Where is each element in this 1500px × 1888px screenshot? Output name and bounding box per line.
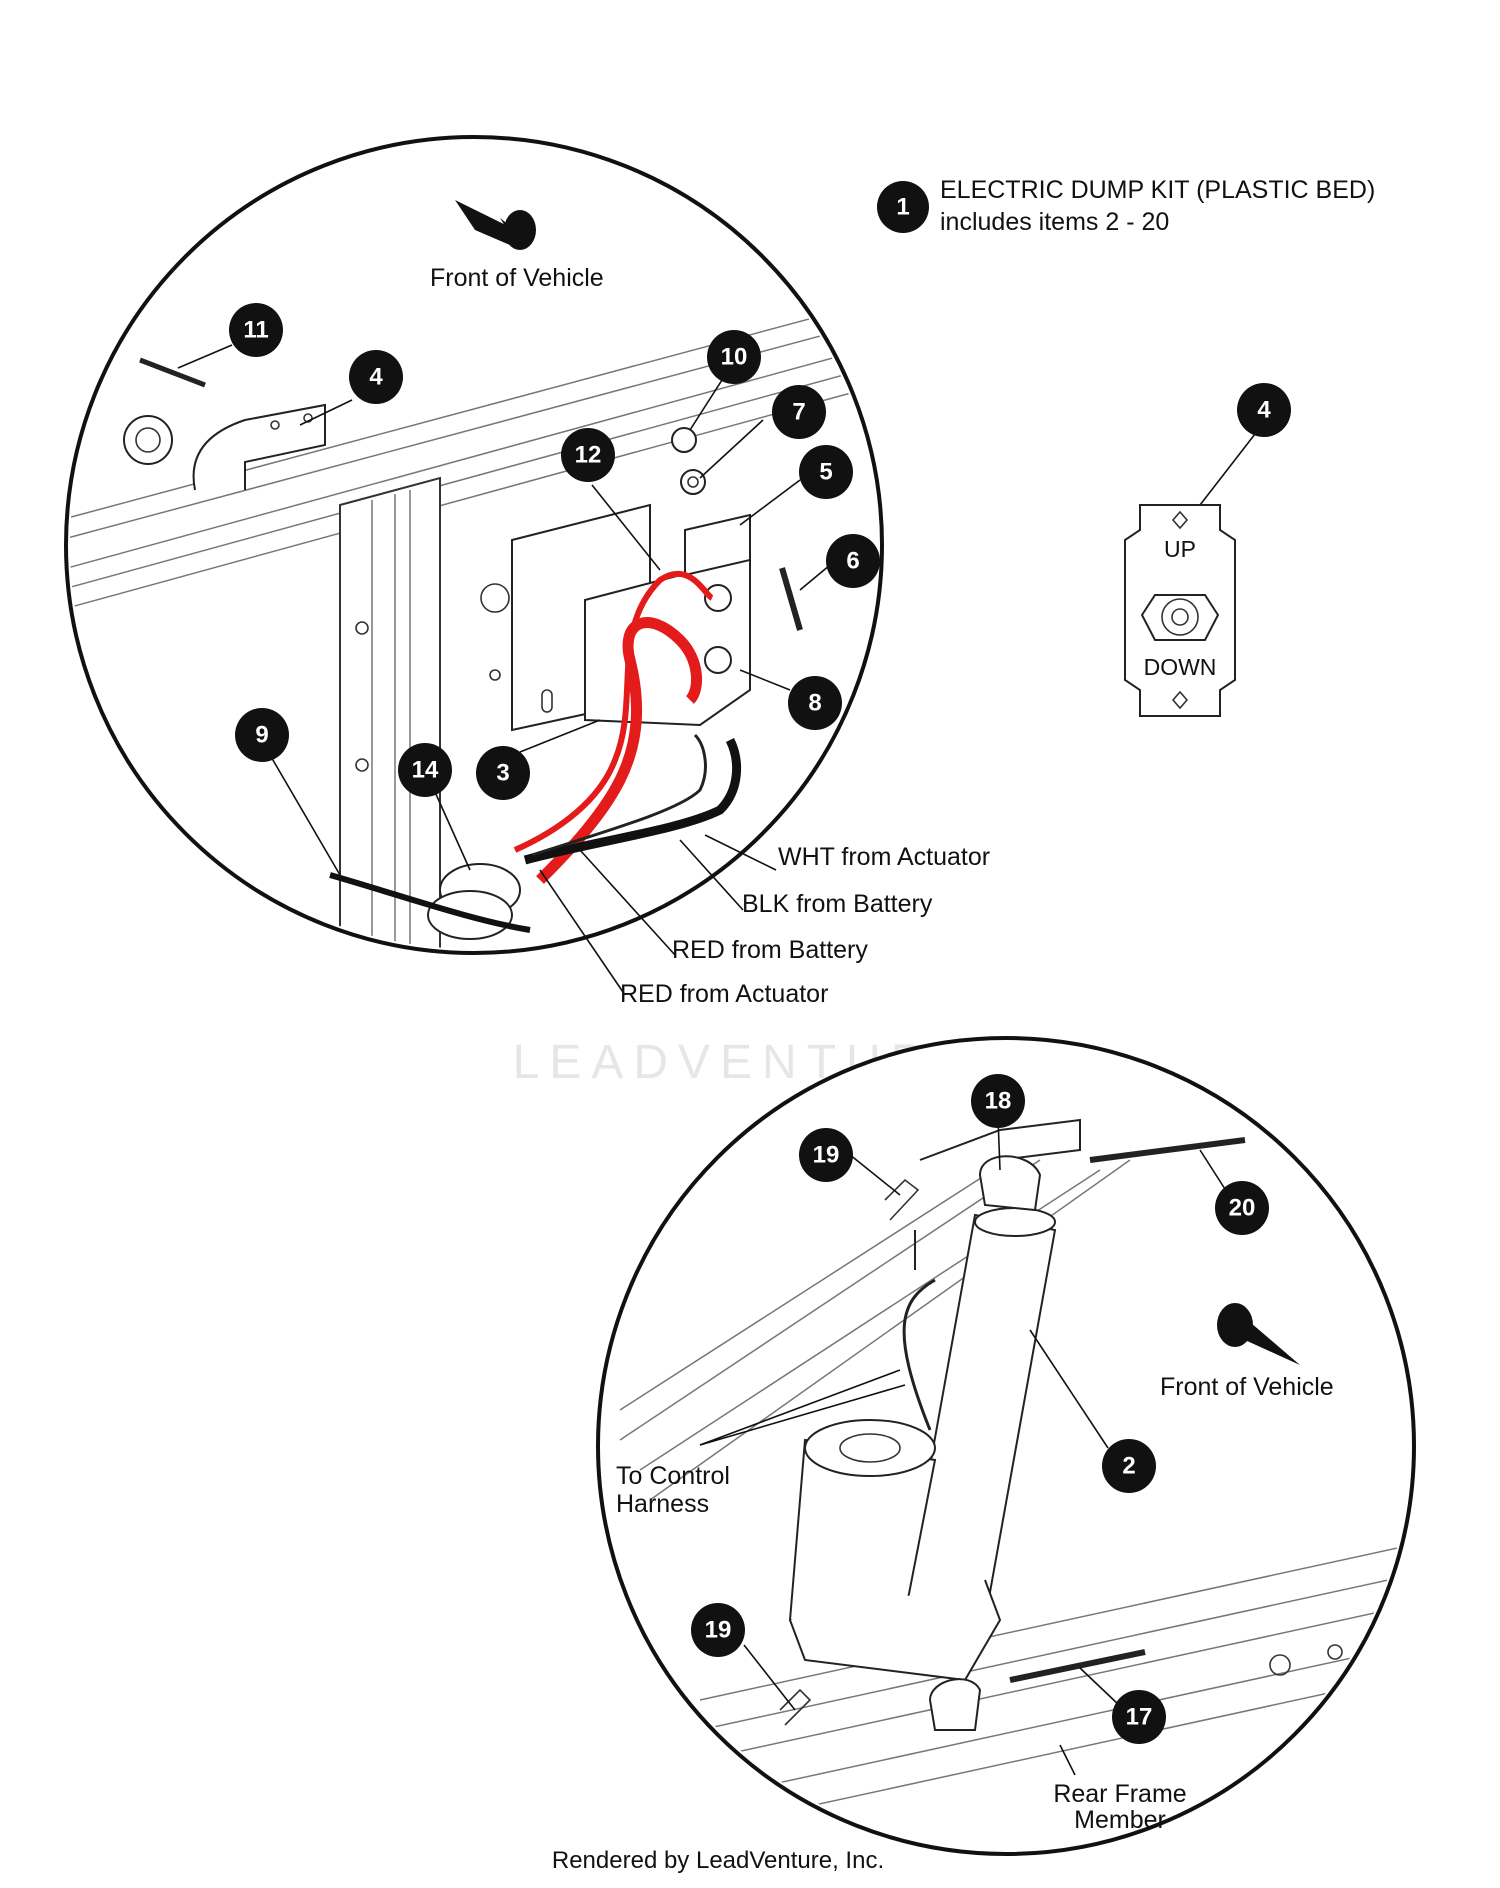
wire-label-wht-actuator: WHT from Actuator xyxy=(778,843,990,871)
callout-8: 8 xyxy=(788,676,842,730)
svg-text:18: 18 xyxy=(985,1088,1012,1115)
svg-text:5: 5 xyxy=(819,459,832,486)
svg-text:8: 8 xyxy=(808,690,821,717)
grommet-icon xyxy=(427,863,521,940)
callout-19-upper: 19 xyxy=(799,1128,853,1182)
callout-4-switch: 4 xyxy=(1237,383,1291,437)
kit-title: ELECTRIC DUMP KIT (PLASTIC BED) xyxy=(940,176,1375,204)
black-wire xyxy=(523,737,742,865)
callout-2: 2 xyxy=(1102,1439,1156,1493)
callout-10: 10 xyxy=(707,330,761,384)
callout-7: 7 xyxy=(772,385,826,439)
svg-text:3: 3 xyxy=(496,760,509,787)
red-wire-battery xyxy=(513,570,714,853)
switch-down-label: DOWN xyxy=(1144,654,1217,680)
frame-label-line2: Member xyxy=(1074,1806,1166,1834)
callout-14: 14 xyxy=(398,743,452,797)
front-direction-arrow-icon xyxy=(455,200,536,250)
svg-text:11: 11 xyxy=(243,317,268,344)
front-direction-arrow-icon xyxy=(1217,1303,1300,1365)
wire-label-red-actuator: RED from Actuator xyxy=(620,980,828,1008)
upper-front-label: Front of Vehicle xyxy=(430,264,604,292)
harness-label-line2: Harness xyxy=(616,1490,709,1518)
callout-11: 11 xyxy=(229,303,283,357)
switch-detail: 4 UP DOWN xyxy=(1124,383,1291,717)
kit-subtitle: includes items 2 - 20 xyxy=(940,208,1169,236)
frame-label-line1: Rear Frame xyxy=(1053,1780,1186,1808)
svg-text:4: 4 xyxy=(1257,397,1271,424)
svg-text:4: 4 xyxy=(369,364,383,391)
svg-text:19: 19 xyxy=(705,1617,732,1644)
pin-17 xyxy=(1009,1649,1146,1683)
nut-icon xyxy=(123,415,173,465)
callout-19-lower: 19 xyxy=(691,1603,745,1657)
wire-label-red-battery: RED from Battery xyxy=(672,936,868,964)
lower-front-label: Front of Vehicle xyxy=(1160,1373,1334,1401)
switch-up-label: UP xyxy=(1164,536,1196,562)
callout-6: 6 xyxy=(826,534,880,588)
svg-text:9: 9 xyxy=(255,722,268,749)
callout-5: 5 xyxy=(799,445,853,499)
callout-20: 20 xyxy=(1215,1181,1269,1235)
lower-detail-view: Front of Vehicle 18 19 20 2 19 xyxy=(596,1036,1416,1856)
callout-9: 9 xyxy=(235,708,289,762)
callout-bubble xyxy=(877,181,929,233)
svg-text:7: 7 xyxy=(792,399,805,426)
svg-text:6: 6 xyxy=(846,548,859,575)
callout-17: 17 xyxy=(1112,1690,1166,1744)
footer-credit: Rendered by LeadVenture, Inc. xyxy=(552,1847,884,1874)
callout-number: 1 xyxy=(896,194,909,221)
upper-detail-circle xyxy=(64,135,884,955)
svg-text:19: 19 xyxy=(813,1142,840,1169)
kit-callout: 1 xyxy=(877,181,929,233)
harness-label-line1: To Control xyxy=(616,1462,730,1490)
upper-detail-view: Front of Vehicle 11 4 10 7 xyxy=(64,135,884,996)
callout-12: 12 xyxy=(561,428,615,482)
pin-20 xyxy=(1089,1137,1246,1163)
callout-3: 3 xyxy=(476,746,530,800)
red-wire-actuator xyxy=(536,617,703,884)
wire-label-blk-battery: BLK from Battery xyxy=(742,890,933,918)
svg-text:20: 20 xyxy=(1229,1195,1256,1222)
svg-text:2: 2 xyxy=(1122,1453,1135,1480)
callout-18: 18 xyxy=(971,1074,1025,1128)
svg-text:14: 14 xyxy=(412,757,439,784)
svg-text:10: 10 xyxy=(721,344,748,371)
toggle-nut-icon xyxy=(1140,594,1220,641)
callout-4: 4 xyxy=(349,350,403,404)
svg-text:12: 12 xyxy=(575,442,602,469)
svg-text:17: 17 xyxy=(1126,1704,1153,1731)
